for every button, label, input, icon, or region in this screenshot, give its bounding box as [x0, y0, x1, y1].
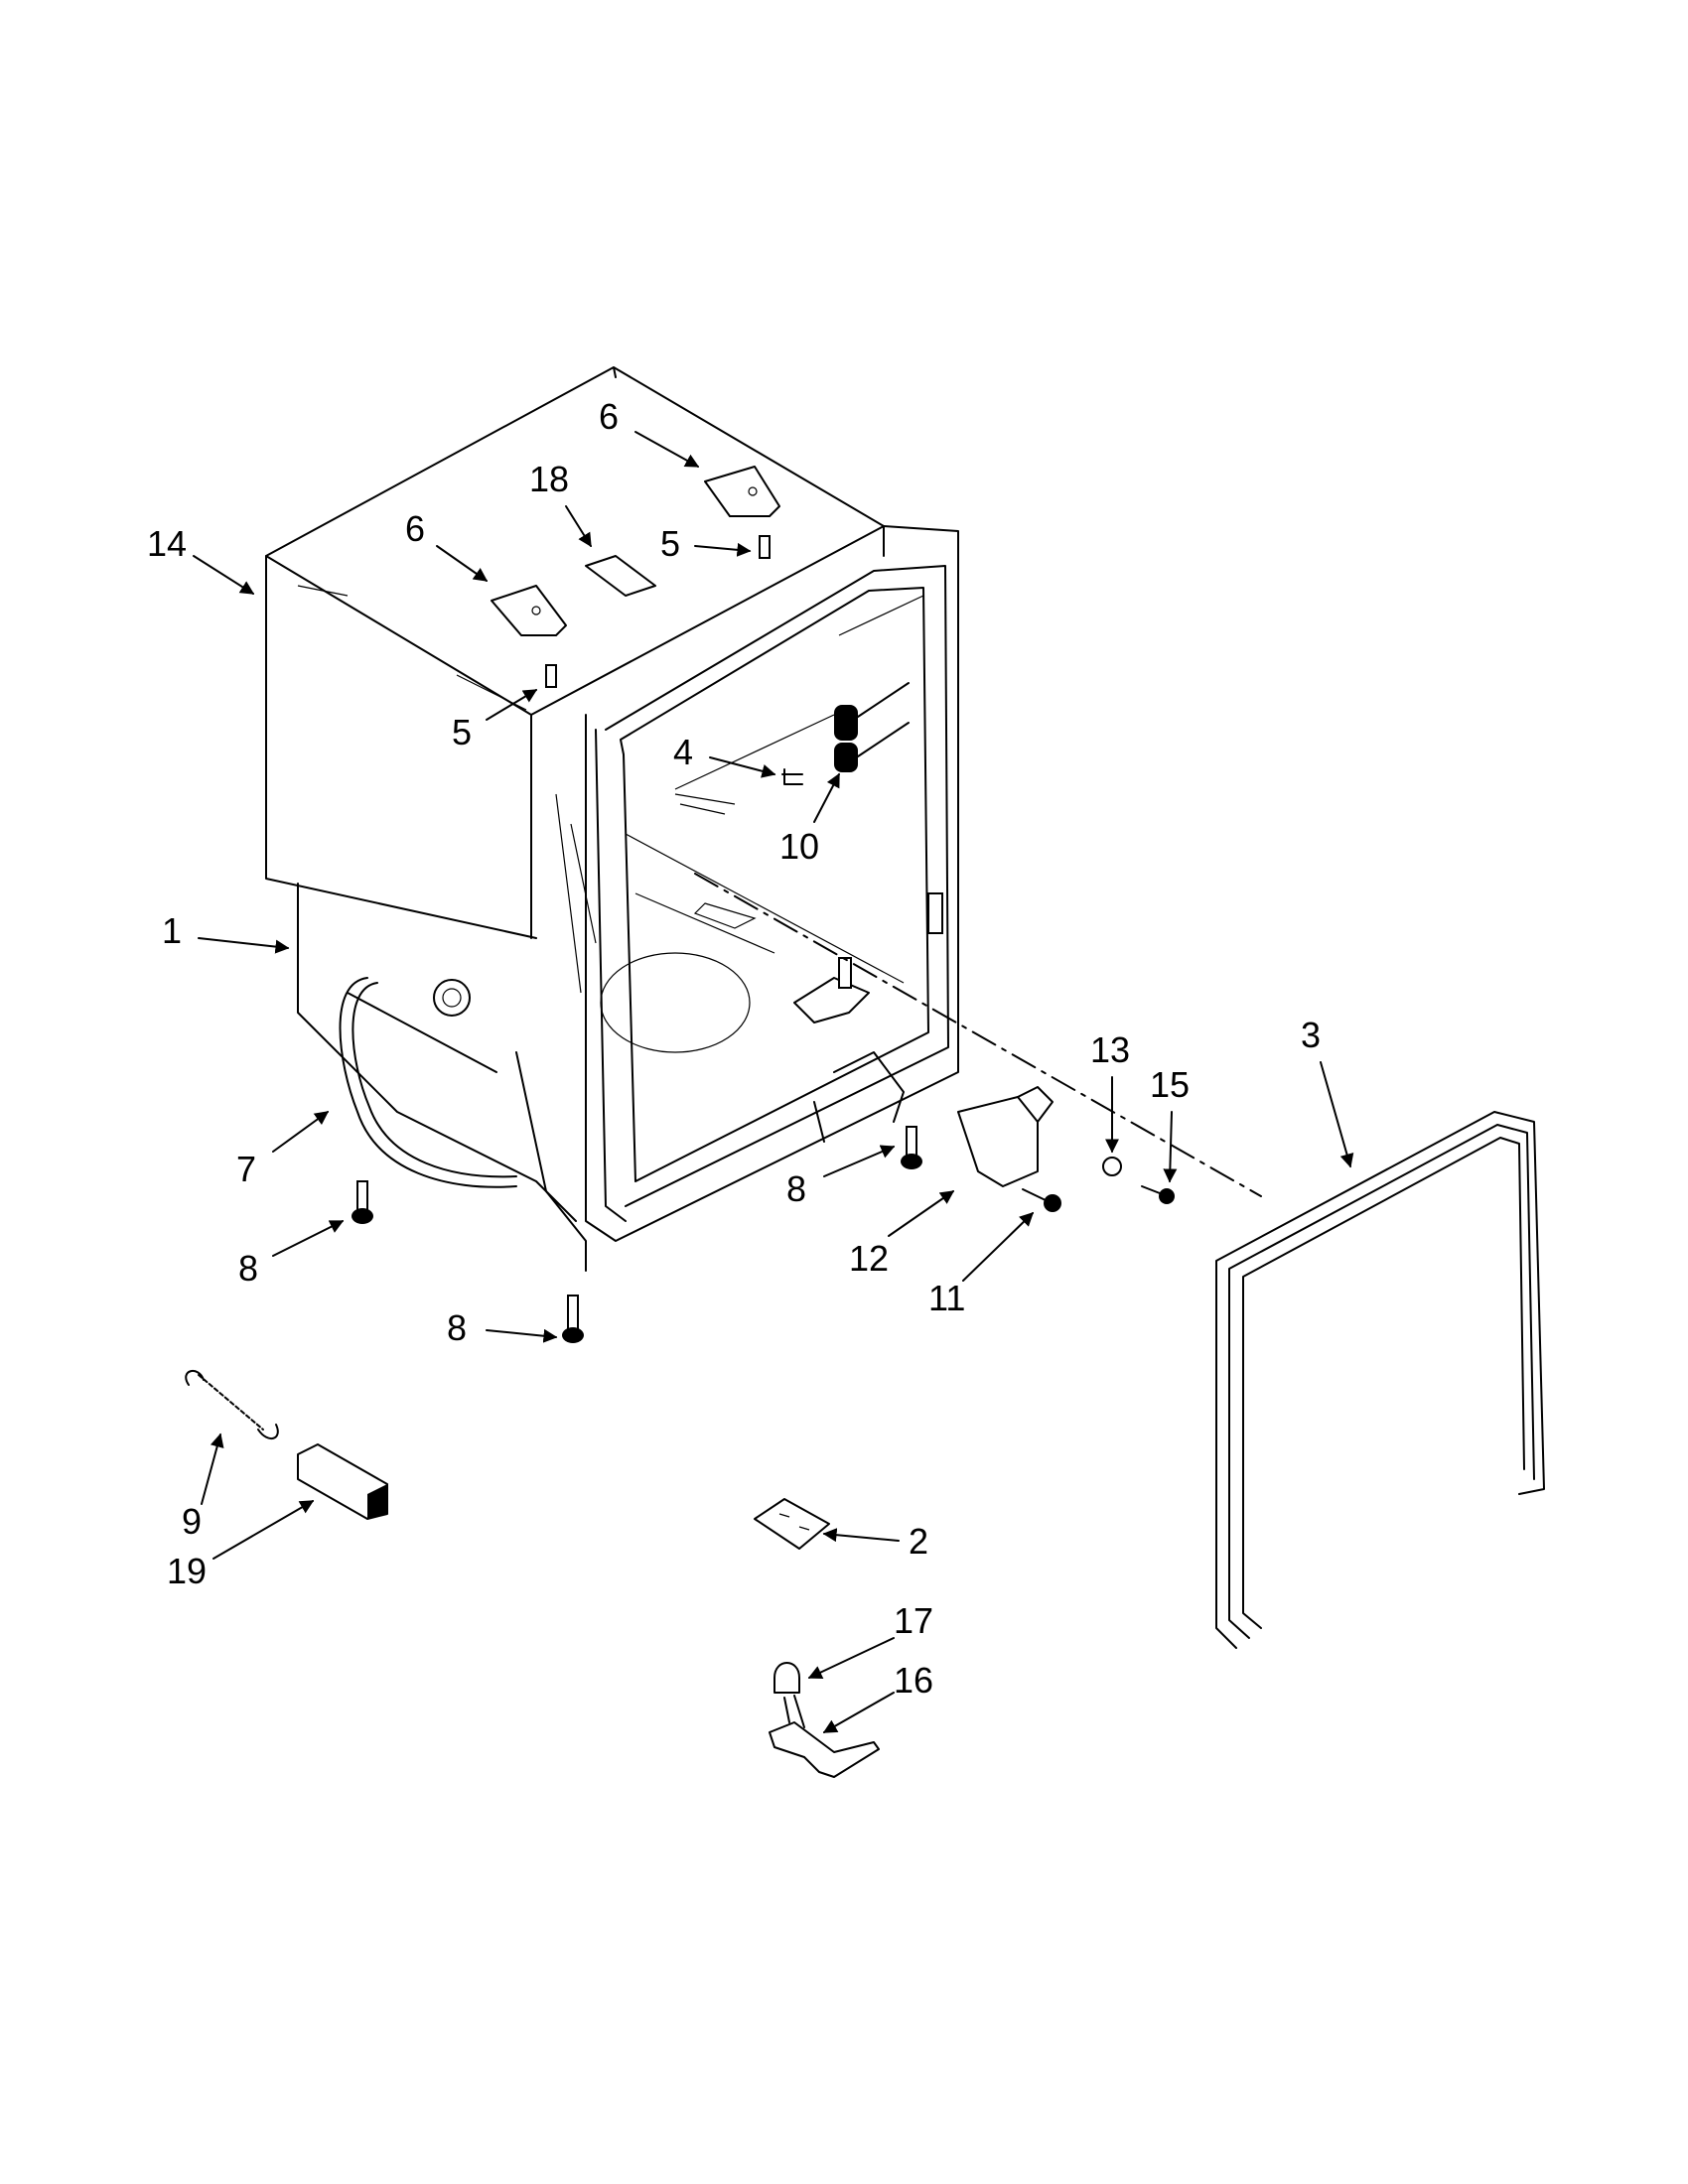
- hinge-bracket-part-2: [704, 466, 780, 517]
- leveling-leg-part-3: [562, 1295, 584, 1343]
- tub-insulation-part: [265, 366, 885, 939]
- callout-8-right: 8: [786, 1168, 806, 1209]
- float-part-17: [774, 1662, 800, 1694]
- screw-part-11: [1022, 1188, 1061, 1212]
- drain-hose-part: [339, 977, 517, 1188]
- leader-16: [822, 1692, 895, 1733]
- leader-4: [709, 756, 776, 778]
- callout-13: 13: [1090, 1029, 1130, 1070]
- callout-2: 2: [909, 1521, 928, 1562]
- callout-18: 18: [529, 459, 569, 499]
- callout-8-left: 8: [238, 1248, 258, 1289]
- hinge-bracket-part-1: [491, 585, 567, 636]
- leader-10: [813, 772, 840, 823]
- leader-7: [272, 1111, 330, 1153]
- callout-5-upper: 5: [660, 523, 680, 564]
- callout-9: 9: [182, 1501, 202, 1542]
- mounting-bracket-part-12: [957, 1086, 1054, 1187]
- callout-1: 1: [162, 910, 182, 951]
- leader-5-lower: [486, 689, 538, 721]
- assembly-centerline: [694, 873, 1262, 1197]
- callout-5-lower: 5: [452, 712, 472, 752]
- tub-assembly-part: [297, 525, 959, 1272]
- callout-6-lower: 6: [405, 508, 425, 549]
- leader-17: [807, 1637, 895, 1679]
- label-part-2: [754, 1498, 830, 1550]
- callout-17: 17: [894, 1600, 933, 1641]
- screw-part-2: [759, 535, 771, 559]
- leader-14: [193, 555, 255, 595]
- screw-part-15: [1141, 1185, 1175, 1204]
- leader-8-bottom: [486, 1328, 558, 1343]
- door-gasket-part: [1215, 1111, 1545, 1649]
- leader-12: [888, 1190, 955, 1237]
- callout-12: 12: [849, 1238, 889, 1279]
- leveling-leg-part-2: [901, 1126, 922, 1169]
- callout-6-upper: 6: [599, 396, 619, 437]
- screw-part-1: [545, 664, 557, 688]
- washer-part-13: [1102, 1157, 1122, 1176]
- leader-1: [198, 937, 290, 954]
- leader-9: [201, 1433, 224, 1505]
- callout-7: 7: [236, 1149, 256, 1189]
- leader-6-lower: [436, 545, 489, 582]
- callout-19: 19: [167, 1551, 207, 1591]
- clip-part-10: [834, 682, 910, 772]
- leader-3: [1320, 1061, 1354, 1168]
- switch-bracket-part-16: [769, 1695, 880, 1778]
- leader-18: [565, 505, 592, 548]
- callout-3: 3: [1301, 1015, 1321, 1055]
- leveling-leg-part-1: [352, 1180, 373, 1224]
- callout-4: 4: [673, 732, 693, 772]
- pad-part-19: [297, 1443, 388, 1520]
- leader-19: [212, 1500, 315, 1560]
- leader-15: [1163, 1111, 1178, 1183]
- screw-part-4: [781, 768, 803, 785]
- leader-8-left: [272, 1220, 345, 1257]
- callout-8-bottom: 8: [447, 1307, 467, 1348]
- callout-10: 10: [779, 826, 819, 867]
- leader-11: [962, 1212, 1035, 1282]
- leader-8-right: [823, 1145, 896, 1177]
- leader-5-upper: [694, 542, 752, 557]
- callout-11: 11: [928, 1278, 965, 1318]
- clip-part: [585, 555, 656, 597]
- leader-2: [822, 1528, 900, 1543]
- callout-15: 15: [1150, 1064, 1190, 1105]
- callout-16: 16: [894, 1660, 933, 1701]
- spring-part: [185, 1370, 279, 1439]
- leader-6-upper: [634, 431, 700, 468]
- callout-14: 14: [147, 523, 187, 564]
